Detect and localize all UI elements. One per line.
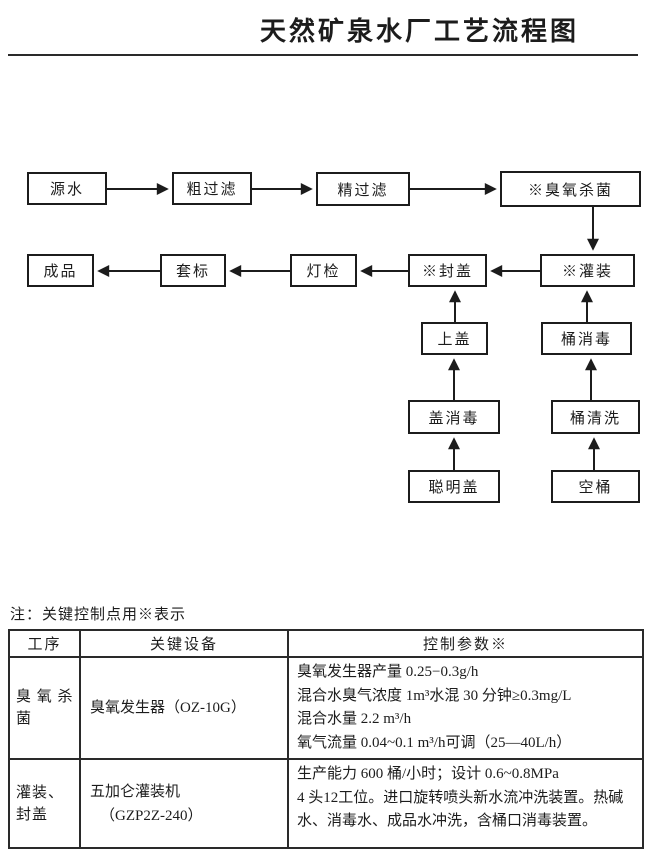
col-header-equipment: 关键设备 (79, 629, 289, 658)
flow-box-barrel-disinfect: 桶消毒 (541, 322, 632, 355)
title-underline (8, 54, 638, 56)
equipment-line: 五加仑灌装机 (90, 783, 181, 800)
parameter-line: 臭氧发生器产量 0.25−0.3g/h (297, 664, 479, 680)
flow-box-cap-disinfect: 盖消毒 (408, 400, 500, 434)
flow-box-coarse-filter: 粗过滤 (172, 172, 252, 205)
flow-box-empty-barrel: 空桶 (551, 470, 640, 503)
flow-box-capping: ※封盖 (408, 254, 487, 287)
equipment-cell: 臭氧发生器（OZ-10G） (79, 656, 289, 760)
flow-box-cap-on: 上盖 (421, 322, 488, 355)
parameter-line: 氧气流量 0.04~0.1 m³/h可调（25—40L/h） (297, 734, 572, 751)
flow-box-barrel-wash: 桶清洗 (551, 400, 640, 434)
critical-point-note: 注：关键控制点用※表示 (10, 607, 187, 623)
parameter-line: 生产能力 600 桶/小时；设计 0.6~0.8MPa (297, 766, 559, 782)
flow-box-label-sleeve: 套标 (160, 254, 226, 287)
parameters-cell: 生产能力 600 桶/小时；设计 0.6~0.8MPa 4 头12工位。进口旋转… (287, 758, 644, 849)
flow-box-source-water: 源水 (27, 172, 107, 205)
equipment-line: （GZP2Z-240） (100, 807, 203, 824)
table-row-filling-capping: 灌装、封盖 五加仑灌装机 （GZP2Z-240） 生产能力 600 桶/小时；设… (8, 758, 644, 849)
parameter-line: 4 头12工位。进口旋转喷头新水流冲洗装置。热碱水、消毒水、成品水冲洗，含桶口消… (297, 789, 624, 830)
col-header-parameters: 控制参数※ (287, 629, 644, 658)
flow-box-smart-cap: 聪明盖 (408, 470, 500, 503)
process-cell: 臭 氧 杀菌 (8, 656, 81, 760)
equipment-cell: 五加仑灌装机 （GZP2Z-240） (79, 758, 289, 849)
parameter-line: 混合水臭气浓度 1m³水混 30 分钟≥0.3mg/L (297, 687, 572, 704)
control-parameters-table: 工序 关键设备 控制参数※ 臭 氧 杀菌 臭氧发生器（OZ-10G） 臭氧发生器… (8, 629, 644, 849)
parameter-line: 混合水量 2.2 m³/h (297, 711, 412, 727)
process-cell: 灌装、封盖 (8, 758, 81, 849)
flow-box-light-inspection: 灯检 (290, 254, 357, 287)
table-header-row: 工序 关键设备 控制参数※ (8, 629, 644, 658)
flow-box-finished-product: 成品 (27, 254, 94, 287)
flow-box-fine-filter: 精过滤 (316, 172, 410, 206)
parameters-cell: 臭氧发生器产量 0.25−0.3g/h 混合水臭气浓度 1m³水混 30 分钟≥… (287, 656, 644, 760)
flow-box-filling: ※灌装 (540, 254, 635, 287)
equipment-line: 臭氧发生器（OZ-10G） (90, 700, 246, 716)
col-header-process: 工序 (8, 629, 81, 658)
flow-box-ozone-sterilize: ※臭氧杀菌 (500, 171, 641, 207)
table-row-ozone: 臭 氧 杀菌 臭氧发生器（OZ-10G） 臭氧发生器产量 0.25−0.3g/h… (8, 656, 644, 760)
page-title: 天然矿泉水厂工艺流程图 (260, 17, 580, 46)
